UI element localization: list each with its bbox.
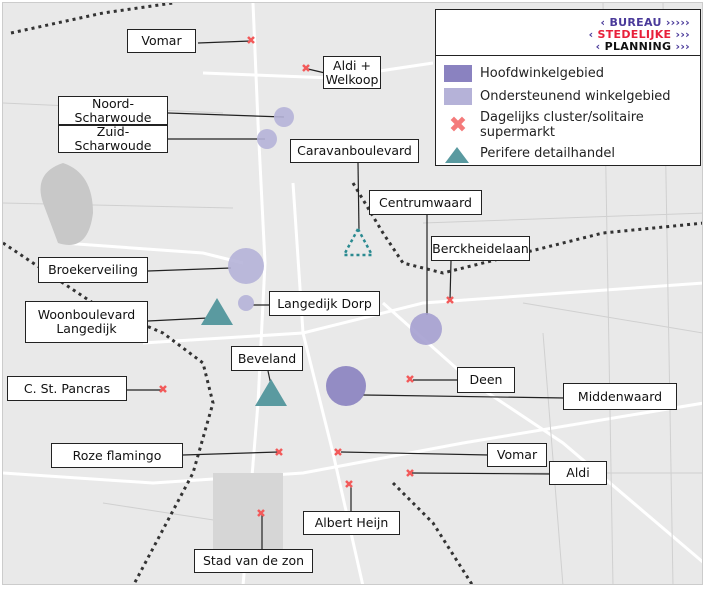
label-beveland: Beveland (231, 346, 303, 371)
industrial-area (213, 473, 283, 553)
label-middenwaard: Middenwaard (563, 383, 677, 410)
area-broekerveiling (228, 248, 264, 284)
label-noord-scharwoude: Noord-Scharwoude (58, 96, 168, 125)
leader-lines (127, 40, 566, 551)
area-langedijk-dorp (238, 295, 254, 311)
label-aldi-south: Aldi (549, 461, 607, 485)
legend-item-hoofdwinkelgebied: Hoofdwinkelgebied (444, 65, 604, 82)
shopping-areas (228, 107, 442, 406)
label-aldi-welkoop: Aldi + Welkoop (323, 56, 381, 89)
area-zuid-scharwoude (257, 129, 277, 149)
lake (40, 163, 93, 245)
label-deen: Deen (457, 367, 515, 393)
periphery-markers (201, 226, 375, 406)
label-vomar-south: Vomar (487, 443, 547, 467)
area-noord-scharwoude (274, 107, 294, 127)
square-swatch-icon (444, 65, 472, 82)
legend-item-supermarkt: ✖ Dagelijks cluster/solitaire supermarkt (444, 110, 694, 140)
label-woonboulevard: Woonboulevard Langedijk (25, 301, 148, 343)
legend-item-perifere: Perifere detailhandel (444, 146, 615, 163)
legend: ‹ BUREAU ››››› ‹ STEDELIJKE ››› ‹ PLANNI… (435, 9, 701, 166)
municipal-border (3, 3, 702, 584)
label-zuid-scharwoude: Zuid-Scharwoude (58, 125, 168, 153)
label-berckheidelaan: Berckheidelaan (431, 236, 530, 261)
label-caravanboulevard: Caravanboulevard (290, 139, 419, 163)
area-centrumwaard (410, 313, 442, 345)
triangle-icon (341, 226, 375, 257)
label-roze-flamingo: Roze flamingo (51, 443, 183, 468)
label-langedijk-dorp: Langedijk Dorp (269, 291, 380, 316)
cross-icon: ✖ (448, 112, 468, 138)
label-st-pancras: C. St. Pancras (7, 376, 127, 401)
square-swatch-icon (444, 88, 472, 105)
label-stad-van-de-zon: Stad van de zon (194, 549, 313, 573)
triangle-icon (201, 298, 233, 325)
label-albert-heijn: Albert Heijn (303, 511, 400, 535)
area-middenwaard (326, 366, 366, 406)
label-broekerveiling: Broekerveiling (38, 257, 148, 283)
supermarket-markers (159, 36, 454, 517)
label-vomar-north: Vomar (127, 29, 196, 53)
triangle-icon (255, 379, 287, 406)
legend-item-ondersteunend: Ondersteunend winkelgebied (444, 88, 671, 105)
map-canvas (3, 3, 702, 584)
label-centrumwaard: Centrumwaard (369, 190, 482, 215)
bureau-stedelijke-planning-logo: ‹ BUREAU ››››› ‹ STEDELIJKE ››› ‹ PLANNI… (436, 10, 700, 56)
